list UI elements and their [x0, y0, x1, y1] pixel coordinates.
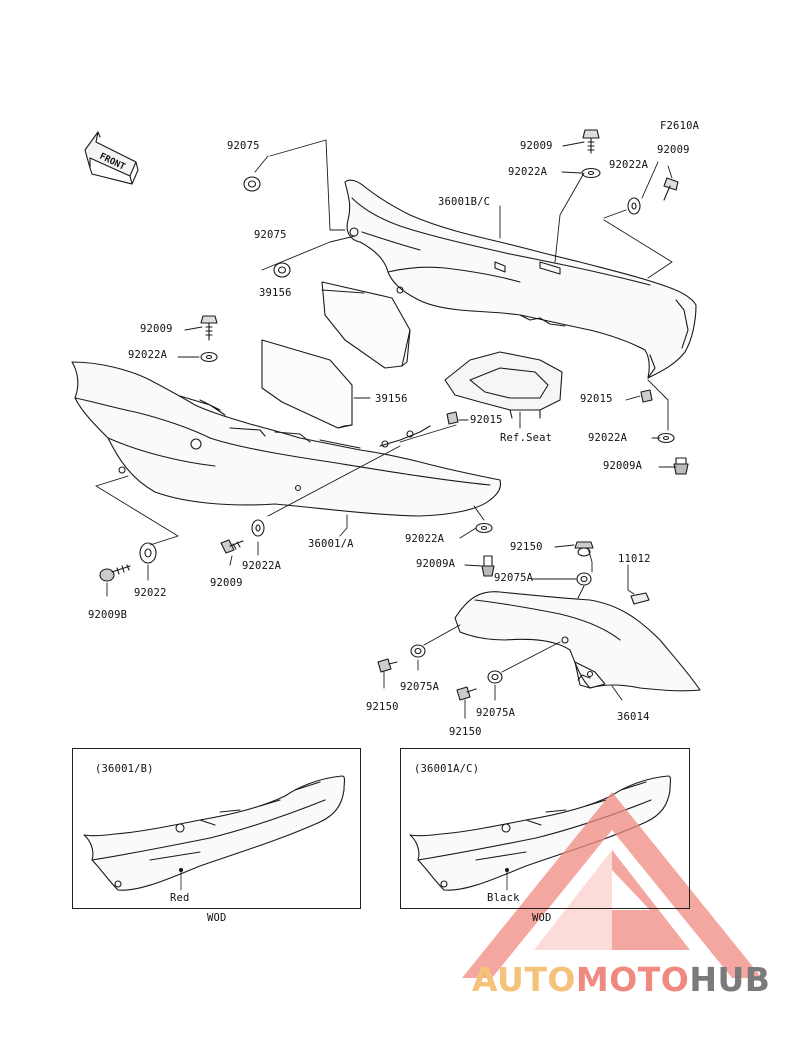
grommet-92075A-bottom: [487, 670, 503, 684]
callout-92075-mid: 92075: [254, 229, 287, 241]
callout-92009-top: 92009: [520, 140, 553, 152]
watermark-part-auto: AUTO: [472, 960, 576, 999]
callout-92022A-left: 92022A: [128, 349, 168, 361]
callout-92022A-top: 92022A: [508, 166, 548, 178]
watermark-part-hub: HUB: [689, 960, 771, 999]
callout-92022A-right: 92022A: [609, 159, 649, 171]
washer-92022A-left: [200, 351, 218, 363]
hardware-parts: [99, 129, 689, 701]
inset-frame-right: [400, 748, 690, 909]
callout-92009A-low: 92009A: [416, 558, 456, 570]
grommet-92075A-top: [576, 572, 592, 586]
callout-92022A-low: 92022A: [405, 533, 445, 545]
callout-36001A: 36001/A: [308, 538, 354, 550]
callout-92009B: 92009B: [88, 609, 128, 621]
callout-92075A-bottom: 92075A: [476, 707, 516, 719]
washer-92022A-center: [251, 519, 265, 537]
bolt-92009-top: [582, 129, 600, 154]
callout-92015-right: 92015: [580, 393, 613, 405]
seat-cover-lower: [71, 361, 502, 517]
watermark-triangle: [462, 792, 762, 978]
callout-92022A-r2: 92022A: [588, 432, 628, 444]
callout-39156-top: 39156: [259, 287, 292, 299]
washer-92022A-top: [581, 167, 601, 179]
bolt-92009-right: [663, 177, 679, 201]
front-direction-arrow: FRONT: [84, 131, 139, 185]
collar-11012: [630, 592, 650, 605]
pad-39156-upper: [321, 281, 411, 369]
inset-left-code: WOD: [207, 912, 227, 924]
bolt-92009-left: [200, 315, 218, 341]
inset-right-title: (36001A/C): [414, 763, 480, 775]
callout-92150-top: 92150: [510, 541, 543, 553]
leader-lines: [95, 139, 677, 719]
callout-36014: 36014: [617, 711, 650, 723]
bolt-92009B: [99, 564, 131, 582]
inset-right-color: Black: [487, 892, 520, 904]
callout-92022: 92022: [134, 587, 167, 599]
bolt-92009-low: [220, 539, 244, 554]
nut-92150-left: [377, 658, 398, 673]
callout-92075-top: 92075: [227, 140, 260, 152]
inset-left-part: [83, 775, 346, 891]
callout-36001BC: 36001B/C: [438, 196, 491, 208]
inset-left-title: (36001/B): [95, 763, 154, 775]
washer-92022A-low: [475, 522, 493, 534]
washer-92022: [139, 542, 157, 564]
bolt-92009A-low: [481, 555, 495, 577]
bolt-92009A-right: [673, 457, 689, 475]
callout-92075A-top: 92075A: [494, 572, 534, 584]
nut-92150-bottom: [456, 686, 477, 701]
callout-92009-right: 92009: [657, 144, 690, 156]
clip-92015-right: [640, 389, 653, 403]
washer-92022A-right: [627, 197, 641, 215]
pad-39156-lower: [261, 339, 353, 429]
callout-92150-bottom: 92150: [449, 726, 482, 738]
callout-39156-mid: 39156: [375, 393, 408, 405]
callout-92009-left: 92009: [140, 323, 173, 335]
callout-92009-low: 92009: [210, 577, 243, 589]
callout-92075A-left: 92075A: [400, 681, 440, 693]
inset-frame-left: [72, 748, 361, 909]
nut-92150-top: [574, 541, 594, 557]
watermark-part-moto: MOTO: [575, 960, 690, 999]
inset-left-color: Red: [170, 892, 190, 904]
tail-cover-36014: [454, 591, 701, 692]
figure-code: F2610A: [660, 120, 700, 132]
clip-92015-mid: [446, 411, 459, 425]
callout-92022A-center: 92022A: [242, 560, 282, 572]
seat-cover-upper: [344, 179, 697, 379]
inset-right-code: WOD: [532, 912, 552, 924]
grommet-92075A-left: [410, 644, 426, 658]
callout-92150-left: 92150: [366, 701, 399, 713]
watermark-logo-text: AUTOMOTOHUB: [472, 960, 770, 999]
callout-ref-seat: Ref.Seat: [500, 432, 553, 444]
seat-bracket-ref: [444, 351, 563, 419]
callout-11012: 11012: [618, 553, 651, 565]
callout-92015-mid: 92015: [470, 414, 503, 426]
callout-92009A-right: 92009A: [603, 460, 643, 472]
